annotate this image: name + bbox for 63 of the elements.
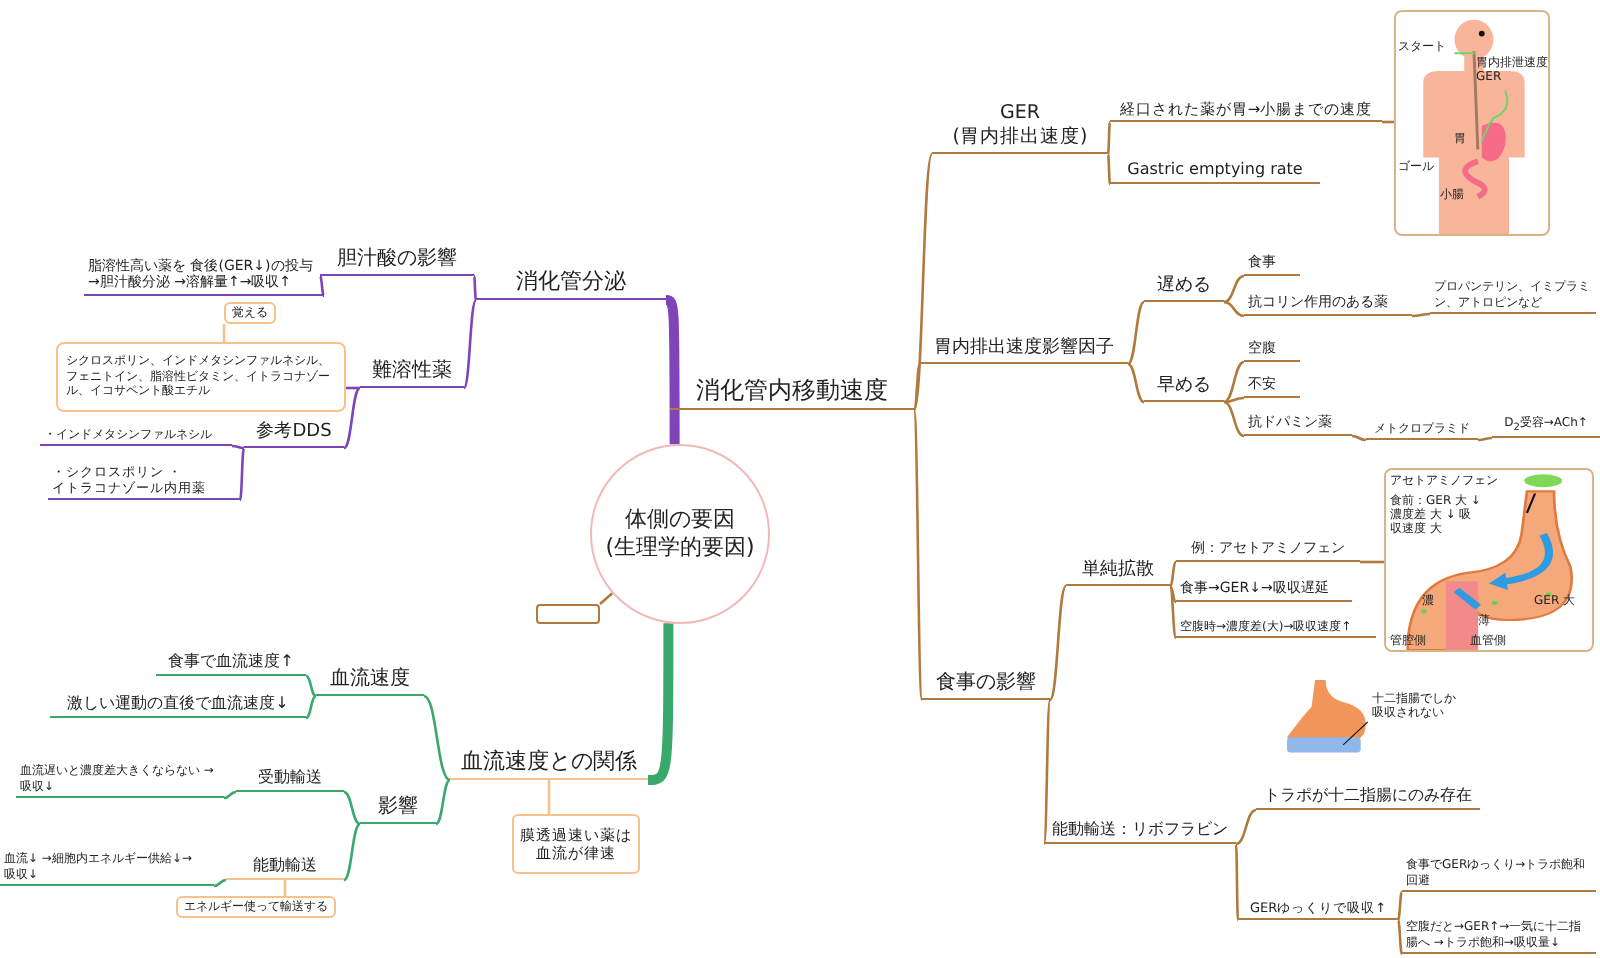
branch-line: [423, 694, 451, 782]
branch-line: [1127, 301, 1145, 365]
branch-topic: 能動輸送: [226, 846, 344, 880]
branch-line: [1127, 362, 1145, 404]
branch-topic: 食事の影響: [922, 660, 1050, 700]
branch-line: [343, 387, 361, 449]
branch-topic: 胆汁酸の影響: [320, 236, 474, 276]
branch-line: [1223, 274, 1245, 304]
branch-topic: 血流速度との関係: [450, 740, 648, 780]
branch-line: [1360, 560, 1384, 564]
branch-line: [462, 299, 478, 389]
branch-line: [1396, 919, 1404, 955]
branch-line: [1223, 400, 1245, 438]
branch-line: [213, 878, 227, 888]
branch-line: [1396, 891, 1404, 921]
branch-topic: 遅める: [1144, 266, 1224, 302]
branch-line: [1106, 121, 1112, 155]
branch-topic: GER (胃内排出速度): [932, 86, 1108, 154]
branch-topic: トラポが十二指腸にのみ存在: [1256, 772, 1480, 810]
branch-line: [238, 447, 246, 501]
branch-line: [647, 623, 674, 785]
branch-topic: Gastric emptying rate: [1110, 156, 1320, 184]
branch-line: [305, 674, 317, 698]
branch-line: [343, 823, 361, 881]
branch-topic: 参考DDS: [244, 416, 344, 448]
branch-line: [1223, 396, 1245, 404]
branch-topic: 能動輸送：リボフラビン: [1044, 804, 1236, 844]
branch-line: [1042, 699, 1052, 845]
branch-line: [1351, 434, 1367, 442]
branch-topic: 消化管内移動速度: [670, 370, 914, 410]
branch-line: [1477, 436, 1493, 442]
branch-line: [1168, 585, 1178, 603]
branch-line: [1235, 808, 1257, 846]
branch-topic: 胃内排出速度影響因子: [920, 320, 1128, 364]
branch-topic: 消化管分泌: [476, 264, 666, 300]
branch-topic: 難溶性薬: [360, 348, 464, 388]
branch-line: [1168, 561, 1178, 587]
branch-line: [472, 275, 478, 301]
branch-topic: 単純拡散: [1066, 550, 1170, 586]
branch-topic: 血流速度: [316, 660, 424, 696]
branch-line: [1223, 300, 1245, 318]
branch-line: [665, 295, 680, 445]
branch-line: [231, 444, 245, 450]
branch-line: [318, 275, 326, 297]
branch-line: [435, 779, 451, 825]
branch-line: [343, 790, 361, 826]
branch-line: [912, 409, 924, 701]
branch-line: [912, 363, 922, 411]
branch-topic: 激しい運動の直後で血流速度↓: [50, 680, 306, 718]
branch-line: [1168, 585, 1178, 639]
branch-line: [1223, 360, 1245, 404]
branch-line: [1411, 312, 1431, 318]
branch-topic: 食事で血流速度↑: [156, 640, 306, 676]
central-topic: 体側の要因 (生理学的要因): [590, 444, 770, 624]
branch-line: [305, 694, 317, 720]
branch-topic: 受動輸送: [236, 758, 344, 792]
branch-topic: 早める: [1144, 366, 1224, 402]
branch-line: [1234, 843, 1240, 921]
branch-line: [1106, 153, 1112, 185]
branch-line: [1049, 585, 1067, 701]
branch-topic: 影響: [360, 788, 436, 824]
branch-line: [223, 790, 237, 800]
note-callout: [536, 604, 600, 624]
